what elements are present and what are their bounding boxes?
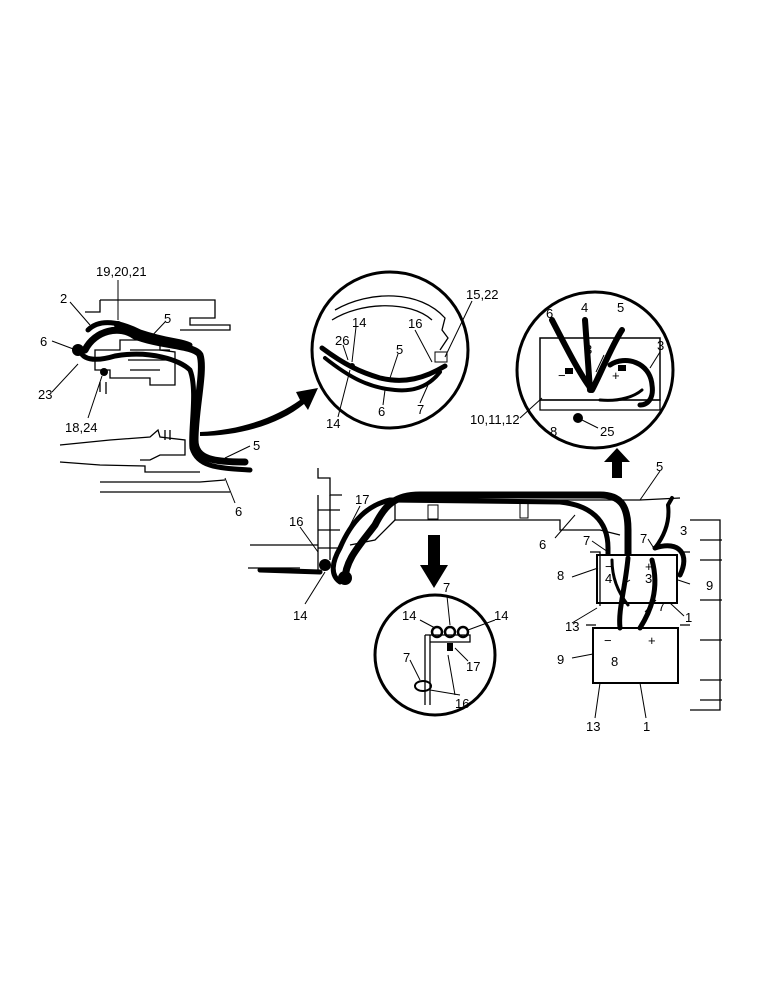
label-6: 6: [539, 537, 546, 552]
label-3: 3: [657, 338, 664, 353]
label-13: 13: [586, 719, 600, 734]
label-16: 16: [408, 316, 422, 331]
label-4: 4: [581, 300, 588, 315]
battery-plus-sign: +: [612, 368, 620, 383]
label-5: 5: [164, 311, 171, 326]
label-10-11-12: 10,11,12: [470, 412, 520, 427]
label-14: 14: [494, 608, 508, 623]
label-7: 7: [640, 531, 647, 546]
label-7: 7: [658, 599, 665, 614]
label-5: 5: [253, 438, 260, 453]
label-14: 14: [352, 315, 366, 330]
label-25: 25: [600, 424, 614, 439]
label-7: 7: [443, 580, 450, 595]
battery-minus-sign: −: [605, 559, 613, 574]
label-5: 5: [396, 342, 403, 357]
label-3: 3: [645, 571, 652, 586]
label-6: 6: [40, 334, 47, 349]
detail-circle-clamp-bracket: [373, 593, 497, 717]
label-19-20-21: 19,20,21: [96, 264, 147, 279]
starter-motor-view: [51, 280, 318, 504]
detail-circle-cable-clamp: [310, 270, 473, 430]
battery-minus-sign: −: [604, 633, 612, 648]
label-7: 7: [403, 650, 410, 665]
label-8: 8: [611, 654, 618, 669]
label-15-22: 15,22: [466, 287, 499, 302]
label-14: 14: [402, 608, 416, 623]
battery-plus-sign: +: [648, 633, 656, 648]
battery-minus-sign: −: [558, 368, 566, 383]
label-8: 8: [550, 424, 557, 439]
label-3: 3: [680, 523, 687, 538]
label-13: 13: [565, 619, 579, 634]
label-16: 16: [289, 514, 303, 529]
label-26: 26: [335, 333, 349, 348]
label-16: 16: [455, 696, 469, 711]
label-14: 14: [293, 608, 307, 623]
label-2: 2: [60, 291, 67, 306]
label-8: 8: [557, 568, 564, 583]
label-6: 6: [235, 504, 242, 519]
label-9: 9: [557, 652, 564, 667]
label-6: 6: [378, 404, 385, 419]
label-1: 1: [643, 719, 650, 734]
label-9: 9: [706, 578, 713, 593]
label-1: 1: [685, 610, 692, 625]
label-23: 23: [38, 387, 52, 402]
callout-labels: 19,20,21 2 5 6 23 18,24 5 6 14 26 5 16 1…: [38, 264, 713, 734]
label-7: 7: [417, 402, 424, 417]
label-3: 3: [585, 342, 592, 357]
label-6: 6: [546, 306, 553, 321]
detail-circle-battery-terminals: [515, 290, 675, 478]
battery-plus-sign: +: [645, 559, 653, 574]
label-7: 7: [583, 533, 590, 548]
label-5: 5: [656, 459, 663, 474]
label-17: 17: [355, 492, 369, 507]
label-14: 14: [326, 416, 340, 431]
label-17: 17: [466, 659, 480, 674]
tractor-main-view: [248, 468, 722, 719]
label-4: 4: [605, 571, 612, 586]
label-18-24: 18,24: [65, 420, 98, 435]
label-5: 5: [617, 300, 624, 315]
